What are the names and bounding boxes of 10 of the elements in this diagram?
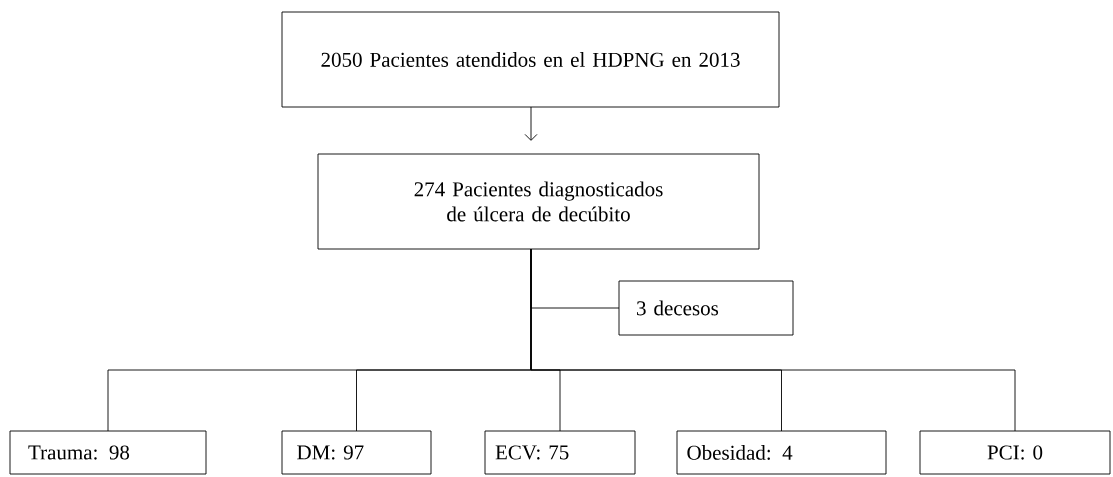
process-box: 274 Pacientes diagnosticados de úlcera de decúbito [317,153,760,250]
process-box: 2050 Pacientes atendidos en el HDPNG en 2013 [281,11,780,108]
process-box: DM: 97 [281,430,432,475]
process-box: Trauma: 98 [9,430,207,475]
process-box: Obesidad: 4 [676,430,887,475]
process-box: ECV: 75 [484,430,636,475]
process-box: 3 decesos [618,280,794,336]
connector-line [524,106,538,141]
process-box: PCI: 0 [919,430,1111,475]
connector-line [530,248,1016,432]
